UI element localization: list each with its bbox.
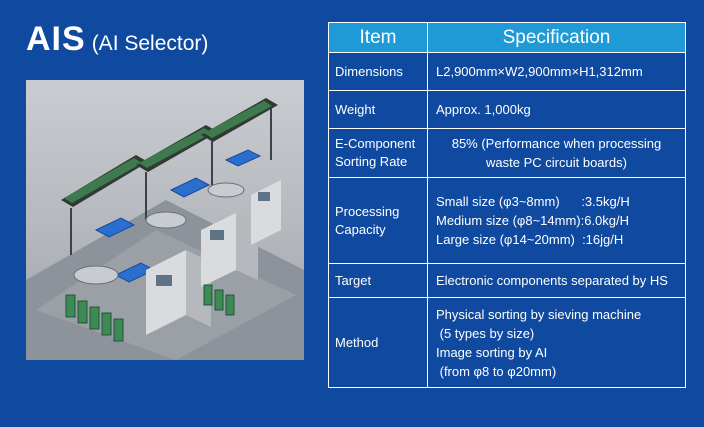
label-sorting-rate-line1: E-Component — [335, 136, 416, 151]
specification-table: Item Specification Dimensions L2,900mm×W… — [328, 22, 686, 388]
value-weight: Approx. 1,000kg — [427, 90, 686, 129]
method-line-2: (5 types by size) — [436, 325, 535, 341]
row-weight: Weight Approx. 1,000kg — [328, 90, 686, 129]
value-sorting-rate-line1: 85% (Performance when processing — [451, 136, 662, 151]
label-capacity-line2: Capacity — [335, 221, 386, 237]
capacity-small: Small size (φ3~8mm) :3.5kg/H — [436, 194, 630, 209]
row-dimensions: Dimensions L2,900mm×W2,900mm×H1,312mm — [328, 52, 686, 91]
value-sorting-rate-line2: waste PC circuit boards) — [486, 155, 627, 170]
row-processing-capacity: Processing Capacity Small size (φ3~8mm) … — [328, 177, 686, 264]
header-specification: Specification — [427, 22, 686, 53]
row-sorting-rate: E-Component Sorting Rate 85% (Performanc… — [328, 128, 686, 178]
capacity-medium: Medium size (φ8~14mm):6.0kg/H — [436, 213, 630, 228]
value-sorting-rate: 85% (Performance when processing waste P… — [427, 128, 686, 178]
label-weight: Weight — [328, 90, 428, 129]
ai-selector-machine-photo — [26, 80, 304, 360]
row-target: Target Electronic components separated b… — [328, 263, 686, 298]
label-capacity-line1: Processing — [335, 203, 400, 219]
label-target: Target — [328, 263, 428, 298]
method-line-3: Image sorting by AI — [436, 344, 548, 360]
value-target: Electronic components separated by HS — [427, 263, 686, 298]
page-title: AIS (AI Selector) — [26, 20, 208, 59]
value-processing-capacity: Small size (φ3~8mm) :3.5kg/H Medium size… — [427, 177, 686, 264]
label-sorting-rate-line2: Sorting Rate — [335, 154, 408, 169]
method-line-4: (from φ8 to φ20mm) — [436, 363, 557, 379]
title-main: AIS — [26, 20, 86, 58]
label-sorting-rate: E-Component Sorting Rate — [328, 128, 428, 178]
value-dimensions: L2,900mm×W2,900mm×H1,312mm — [427, 52, 686, 91]
label-method: Method — [328, 297, 428, 388]
value-method: Physical sorting by sieving machine (5 t… — [427, 297, 686, 388]
label-dimensions: Dimensions — [328, 52, 428, 91]
header-item: Item — [328, 22, 428, 53]
row-method: Method Physical sorting by sieving machi… — [328, 297, 686, 388]
capacity-large: Large size (φ14~20mm) :16jg/H — [436, 232, 624, 247]
method-line-1: Physical sorting by sieving machine — [436, 306, 642, 322]
label-processing-capacity: Processing Capacity — [328, 177, 428, 264]
title-subtitle: (AI Selector) — [91, 32, 209, 55]
